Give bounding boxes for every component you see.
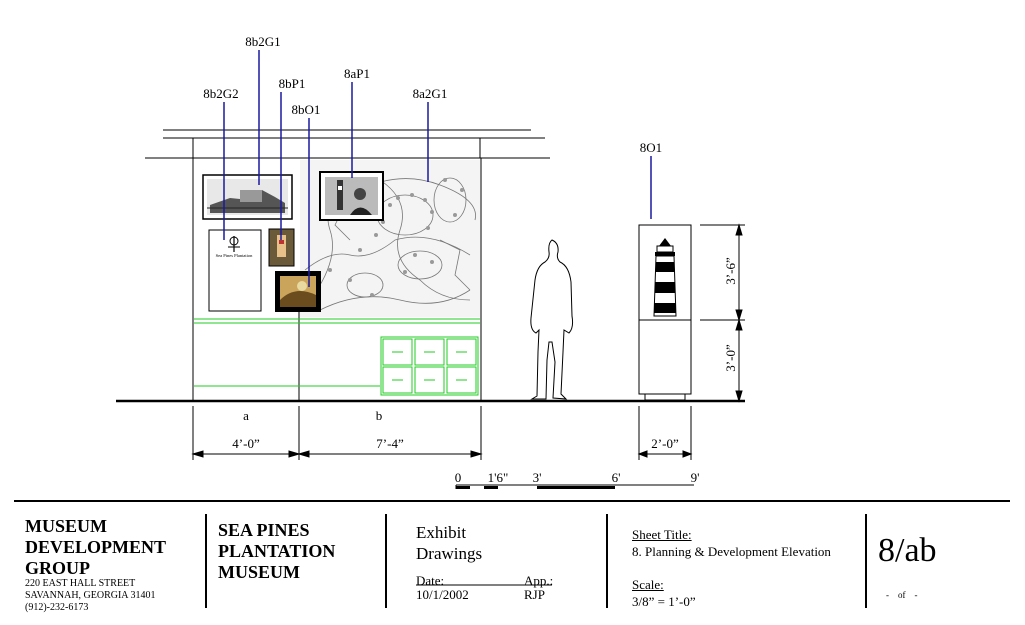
dim-width-a: 4’-0”: [232, 436, 260, 451]
callout-b2g1: 8b2G1: [245, 34, 280, 49]
app-value: RJP: [524, 587, 545, 602]
scale-tick-2: 3': [533, 470, 542, 485]
callout-a2g1: 8a2G1: [413, 86, 448, 101]
canopy: [145, 129, 550, 159]
client-name-line-2: PLANTATION: [218, 541, 336, 561]
scale-tick-1: 1'6": [488, 470, 509, 485]
scale-tick-3: 6': [612, 470, 621, 485]
callout-b2g2: 8b2G2: [203, 86, 238, 101]
display-case: [638, 224, 692, 401]
lower-cabinet: [194, 318, 480, 396]
dim-width-b: 7’-4”: [376, 436, 404, 451]
firm-phone: (912)-232-6173: [25, 602, 89, 613]
photo-bo1: [275, 271, 321, 312]
sheet-title-label: Sheet Title:: [632, 527, 692, 542]
scale-label: Scale:: [632, 577, 664, 592]
callout-bp1: 8bP1: [279, 76, 306, 91]
page-of: - of -: [886, 590, 918, 600]
app-label: App.:: [524, 573, 554, 588]
callout-bo1: 8bO1: [292, 102, 321, 117]
date-label: Date:: [416, 573, 445, 588]
client-name: SEA PINES PLANTATION MUSEUM: [218, 520, 335, 583]
dim-height-upper: 3’-6”: [723, 257, 738, 285]
panel-logo-text: Sea Pines Plantation: [216, 253, 253, 258]
document-type-line-1: Exhibit: [416, 523, 467, 542]
title-block-rules: [14, 500, 1010, 608]
firm-name-line-1: MUSEUM: [25, 516, 107, 536]
firm-contact: 220 EAST HALL STREET SAVANNAH, GEORGIA 3…: [25, 578, 155, 614]
dim-height-lower: 3’-0”: [723, 344, 738, 372]
scale-bar: [455, 484, 694, 489]
section-a-label: a: [243, 408, 249, 423]
photo-ap1: [319, 171, 384, 221]
client-name-line-3: MUSEUM: [218, 562, 300, 582]
vertical-dimensions: [700, 223, 745, 403]
horizontal-dimensions: [191, 406, 693, 460]
map-mural: [300, 160, 480, 317]
dim-width-case: 2’-0”: [651, 436, 679, 451]
firm-name-line-2: DEVELOPMENT: [25, 537, 167, 557]
firm-name-line-3: GROUP: [25, 558, 90, 578]
document-type: Exhibit Drawings: [416, 522, 482, 564]
section-b-label: b: [376, 408, 383, 423]
callout-leaders: [223, 50, 652, 287]
sheet-number: 8/ab: [878, 532, 937, 569]
scale-tick-4: 9': [691, 470, 700, 485]
logo-panel-b2g2: Sea Pines Plantation: [208, 229, 262, 312]
lighthouse-model: [653, 238, 677, 317]
sheet-title: 8. Planning & Development Elevation: [632, 544, 831, 559]
callout-ap1: 8aP1: [344, 66, 370, 81]
document-type-line-2: Drawings: [416, 544, 483, 563]
human-figure: [530, 239, 574, 400]
exhibit-wall: [192, 158, 482, 400]
client-name-line-1: SEA PINES: [218, 520, 310, 540]
callout-o1: 8O1: [640, 140, 662, 155]
date-value: 10/1/2002: [416, 587, 469, 602]
firm-address: 220 EAST HALL STREET: [25, 578, 136, 589]
firm-name: MUSEUM DEVELOPMENT GROUP: [25, 516, 166, 579]
photo-b2g1: [202, 174, 293, 220]
scale-tick-0: 0: [455, 470, 462, 485]
firm-city: SAVANNAH, GEORGIA 31401: [25, 590, 156, 601]
scale-value: 3/8” = 1’-0”: [632, 594, 696, 609]
